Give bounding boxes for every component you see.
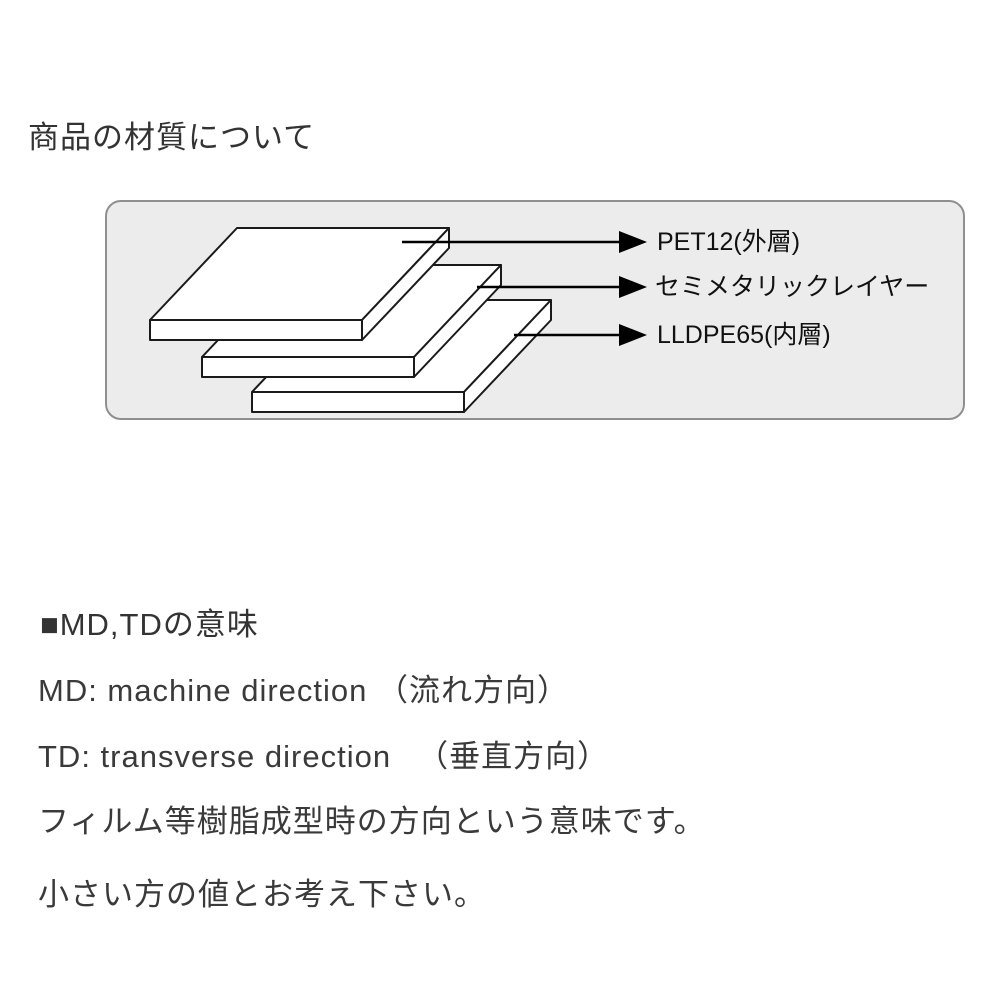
arrow-lldpe65 xyxy=(514,324,647,346)
arrow-semi-metallic xyxy=(477,276,647,298)
layer-label-inner: LLDPE65(内層) xyxy=(657,321,831,349)
material-layers-diagram: PET12(外層) セミメタリックレイヤー LLDPE65(内層) xyxy=(105,200,965,420)
layer-slab-outer xyxy=(149,227,450,341)
layers-illustration xyxy=(149,227,647,413)
note-line-md: MD: machine direction （流れ方向） xyxy=(38,673,570,708)
page-title: 商品の材質について xyxy=(28,120,316,155)
note-line-td: TD: transverse direction （垂直方向） xyxy=(38,739,610,774)
layer-label-outer: PET12(外層) xyxy=(657,228,801,256)
layer-label-middle: セミメタリックレイヤー xyxy=(655,273,930,301)
notes-heading: ■MD,TDの意味 xyxy=(40,607,259,642)
note-line-direction: フィルム等樹脂成型時の方向という意味です。 xyxy=(38,804,706,839)
arrow-pet12 xyxy=(402,231,647,253)
note-line-smaller-value: 小さい方の値とお考え下さい。 xyxy=(38,877,486,912)
